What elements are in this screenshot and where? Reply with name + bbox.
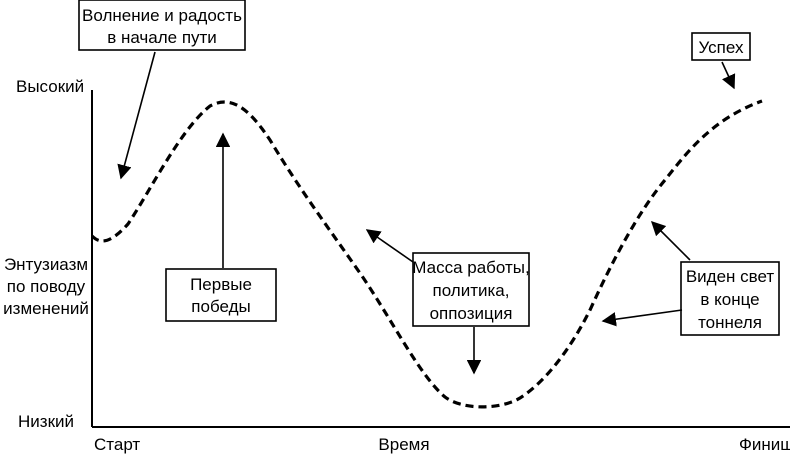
success-callout-label: Успех: [699, 38, 744, 57]
light-seen-callout-line-1: Виден свет: [686, 267, 775, 286]
mass-work-callout-line-1: Масса работы,: [412, 258, 529, 277]
excitement-arrow: [117, 51, 156, 180]
mass-work-callout-box: [412, 252, 530, 327]
x-axis-label: Время: [378, 435, 429, 454]
light-seen-callout-box: [680, 261, 780, 336]
excitement-callout-line-2: в начале пути: [107, 28, 217, 47]
y-axis-label-line-2: по поводу: [7, 277, 86, 296]
success-callout-box: [691, 32, 751, 61]
y-axis-label-line-1: Энтузиазм: [4, 255, 88, 274]
excitement-callout-line-1: Волнение и радость: [82, 6, 242, 25]
x-end-label: Финиш: [739, 435, 790, 454]
first-wins-callout-line-2: победы: [191, 297, 250, 316]
light-seen-callout-line-3: тоннеля: [698, 313, 762, 332]
first-wins-callout-box: [165, 268, 277, 322]
light-seen-callout-line-2: в конце: [700, 290, 759, 309]
y-low-label: Низкий: [18, 412, 74, 431]
mass-work-arrow-left: [365, 229, 414, 263]
first-wins-callout-line-1: Первые: [190, 275, 252, 294]
excitement-callout-box: [78, 0, 246, 51]
enthusiasm-curve: [90, 99, 763, 409]
mass-work-callout-line-3: оппозиция: [430, 304, 513, 323]
mass-work-callout-line-2: политика,: [433, 281, 510, 300]
y-axis-label-line-3: изменений: [3, 299, 89, 318]
y-high-label: Высокий: [16, 77, 84, 96]
x-start-label: Старт: [94, 435, 140, 454]
success-arrow: [721, 61, 736, 90]
light-seen-arrow-left: [601, 309, 683, 327]
light-seen-arrow-up: [650, 220, 691, 261]
